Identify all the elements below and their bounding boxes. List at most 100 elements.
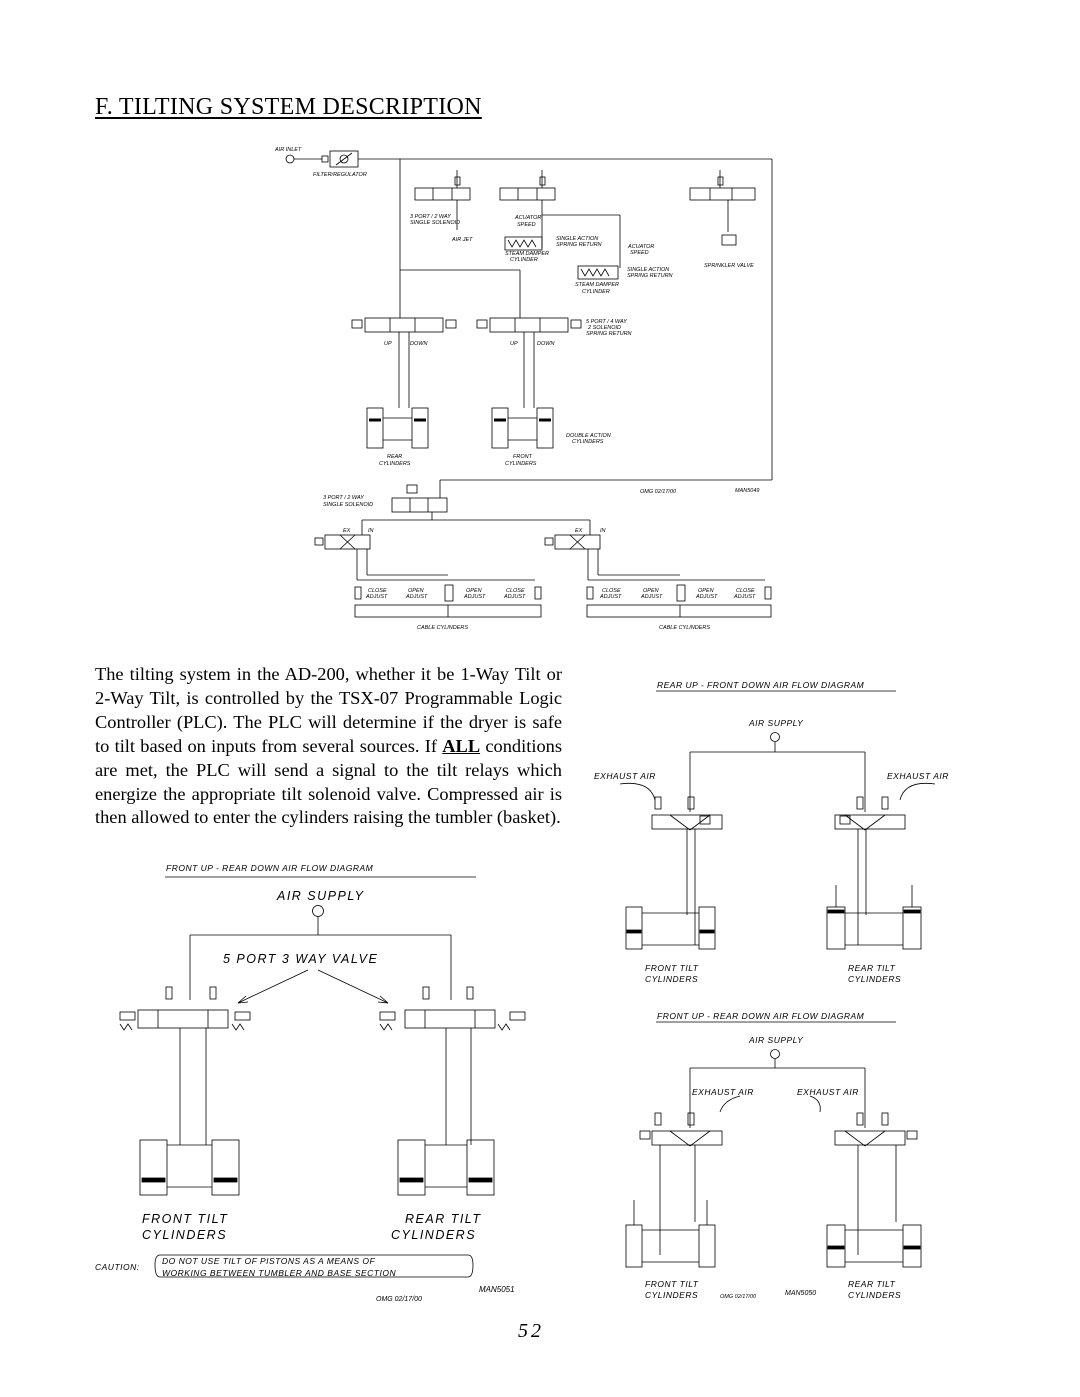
- close-label-4: CLOSE: [736, 588, 755, 594]
- front-up-rear-down-diagram-small: [625, 1021, 922, 1268]
- caution-label: CAUTION:: [95, 1262, 140, 1272]
- adjust-label-6: ADJUST: [640, 594, 663, 600]
- sprinkler-valve-symbol: [721, 234, 737, 246]
- five-port-label: 5 PORT / 4 WAY: [586, 319, 627, 325]
- actuator-label-2: ACUATOR: [627, 244, 654, 250]
- steam-damper-label-1: STEAM DAMPER: [505, 251, 549, 257]
- valve-rear-top: [834, 796, 906, 945]
- left-front-cylinders-label: CYLINDERS: [142, 1228, 227, 1242]
- down-label-1: DOWN: [410, 341, 427, 347]
- rear-cylinders-label: CYLINDERS: [379, 461, 411, 467]
- front-tilt-cylinders-bottom: [625, 1200, 716, 1268]
- page-number: 52: [518, 1320, 544, 1342]
- left-diagram-title: FRONT UP - REAR DOWN AIR FLOW DIAGRAM: [166, 863, 374, 873]
- front-up-rear-down-diagram-large: [119, 876, 526, 1278]
- paragraph-text-1: The tilting system in the AD-200, whethe…: [95, 664, 562, 756]
- cable-cylinders-1: [354, 584, 542, 618]
- valve-front-top: [651, 796, 723, 945]
- right-bottom-title: FRONT UP - REAR DOWN AIR FLOW DIAGRAM: [657, 1011, 865, 1021]
- up-label-1: UP: [384, 341, 392, 347]
- right-bottom-front-cylinders: CYLINDERS: [645, 1290, 698, 1300]
- actuator-label-1: ACUATOR: [514, 215, 541, 221]
- left-date-label: OMG 02/17/00: [376, 1296, 422, 1303]
- right-bottom-man-code: MAN5050: [785, 1290, 816, 1297]
- right-bottom-air-supply: AIR SUPPLY: [748, 1035, 804, 1045]
- paragraph-text-2: conditions are met, the PLC will send a …: [95, 735, 562, 828]
- adjust-label-1: ADJUST: [365, 594, 388, 600]
- pneumatic-schematic: [285, 150, 773, 618]
- valve-d-type-label: 3 PORT / 2 WAY: [323, 495, 364, 501]
- ex-label-2: EX: [575, 528, 583, 534]
- filter-regulator-label: FILTER/REGULATOR: [313, 172, 367, 178]
- valve-rear-bottom: [809, 1095, 918, 1255]
- adjust-label-4: ADJUST: [503, 594, 526, 600]
- schematic-date-label: OMG 02/17/00: [640, 489, 677, 495]
- rear-tilt-cylinders-symbol: [397, 1139, 495, 1196]
- cable-cylinders-2: [586, 584, 772, 618]
- rear-cylinders-symbol: [366, 407, 429, 449]
- up-label-2: UP: [510, 341, 518, 347]
- schematic-man-code: MAN5049: [735, 488, 759, 494]
- cylinder-label-2: CYLINDER: [582, 289, 610, 295]
- right-top-air-supply: AIR SUPPLY: [748, 718, 804, 728]
- solenoid-valve-c: [689, 170, 756, 246]
- open-label-3: OPEN: [643, 588, 659, 594]
- right-bottom-rear-cylinders: CYLINDERS: [848, 1290, 901, 1300]
- sprinkler-valve-label: SPRINKLER VALVE: [704, 263, 754, 269]
- valve-d-solenoid-label: SINGLE SOLENOID: [323, 502, 373, 508]
- speed-label-2: SPEED: [630, 250, 649, 256]
- right-top-front-tilt: FRONT TILT: [645, 963, 699, 973]
- speed-label-1: SPEED: [517, 222, 536, 228]
- open-label-2: OPEN: [466, 588, 482, 594]
- down-label-2: DOWN: [537, 341, 554, 347]
- right-top-front-cylinders: CYLINDERS: [645, 974, 698, 984]
- air-jet-label: AIR JET: [451, 237, 473, 243]
- left-man-code: MAN5051: [479, 1285, 515, 1294]
- section-title-text: F. TILTING SYSTEM DESCRIPTION: [95, 94, 482, 120]
- right-top-rear-tilt: REAR TILT: [848, 963, 896, 973]
- rear-tilt-cylinders-top: [826, 885, 922, 950]
- right-bottom-exhaust-left: EXHAUST AIR: [692, 1087, 754, 1097]
- single-action-label-2: SINGLE ACTION: [627, 267, 669, 273]
- right-top-title: REAR UP - FRONT DOWN AIR FLOW DIAGRAM: [657, 680, 865, 690]
- air-supply-symbol: [770, 732, 780, 742]
- caution-line-2: WORKING BETWEEN TUMBLER AND BASE SECTION: [162, 1268, 396, 1278]
- spring-return-label-2: SPRING RETURN: [627, 273, 673, 279]
- close-label-2: CLOSE: [506, 588, 525, 594]
- rear-up-front-down-diagram: [619, 690, 936, 950]
- adjust-label-8: ADJUST: [733, 594, 756, 600]
- description-paragraph: The tilting system in the AD-200, whethe…: [95, 663, 562, 830]
- ex-label-1: EX: [343, 528, 351, 534]
- left-rear-cylinders-label: CYLINDERS: [391, 1228, 476, 1242]
- adjust-label-5: ADJUST: [599, 594, 622, 600]
- cylinder-label-1: CYLINDER: [510, 257, 538, 263]
- adjust-label-3: ADJUST: [463, 594, 486, 600]
- five-port-valve-right: [379, 986, 526, 1145]
- left-front-tilt-label: FRONT TILT: [142, 1212, 228, 1226]
- adjust-label-2: ADJUST: [405, 594, 428, 600]
- air-inlet-symbol: [285, 154, 295, 164]
- steam-damper-cylinder-1: [504, 236, 543, 251]
- left-air-supply-label: AIR SUPPLY: [276, 889, 365, 903]
- directional-valve-2: [544, 534, 765, 581]
- front-cylinders-label: CYLINDERS: [505, 461, 537, 467]
- air-supply-symbol: [770, 1049, 780, 1059]
- valve-a-solenoid-label: SINGLE SOLENOID: [410, 220, 460, 226]
- open-label-4: OPEN: [698, 588, 714, 594]
- cable-cylinders-label-2: CABLE CYLINDERS: [659, 625, 710, 631]
- steam-damper-label-2: STEAM DAMPER: [575, 282, 619, 288]
- rear-label: REAR: [387, 454, 402, 460]
- spring-return-label-1: SPRING RETURN: [556, 242, 602, 248]
- directional-valve-1: [314, 534, 535, 581]
- paragraph-emphasis-all: ALL: [442, 735, 481, 756]
- double-action-label: DOUBLE ACTION: [566, 433, 611, 439]
- solenoid-valve-a: [414, 170, 471, 230]
- spring-return-label-3: SPRING RETURN: [586, 331, 632, 337]
- section-title: F. TILTING SYSTEM DESCRIPTION: [95, 94, 482, 121]
- double-action-cylinders-label: CYLINDERS: [572, 439, 604, 445]
- in-label-2: IN: [600, 528, 606, 534]
- close-label-1: CLOSE: [368, 588, 387, 594]
- in-label-1: IN: [368, 528, 374, 534]
